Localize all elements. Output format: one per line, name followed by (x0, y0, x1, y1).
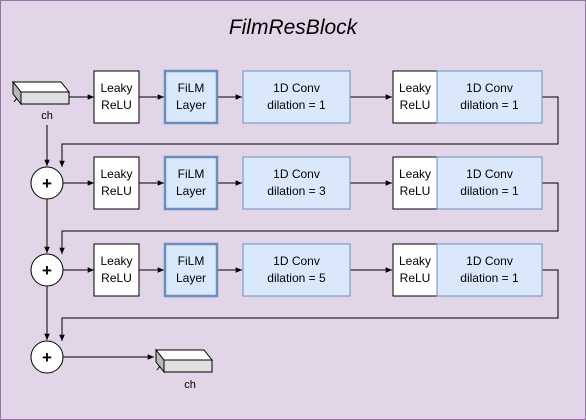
output-channel-label: ch (184, 379, 196, 391)
box-label: 1D Conv (466, 167, 513, 181)
box-label: Layer (176, 98, 206, 112)
box-label: ReLU (101, 184, 132, 198)
film-layer-box: FiLM Layer (163, 242, 219, 298)
box-label: 1D Conv (273, 167, 320, 181)
box-label: FiLM (178, 254, 205, 268)
conv-box: 1D Conv dilation = 1 (242, 70, 351, 124)
connectors (44, 94, 559, 360)
box-label: Leaky (399, 254, 431, 268)
box-label: Layer (176, 184, 206, 198)
conv-box-2: 1D Conv dilation = 1 (436, 243, 543, 297)
box-label: ReLU (400, 271, 431, 285)
box-label: dilation = 3 (267, 184, 326, 198)
box-label: 1D Conv (273, 81, 320, 95)
box-label: ReLU (101, 98, 132, 112)
conv-box: 1D Conv dilation = 5 (242, 243, 351, 297)
box-label: ReLU (400, 98, 431, 112)
box-label: FiLM (178, 167, 205, 181)
box-label: 1D Conv (466, 254, 513, 268)
box-label: ReLU (400, 184, 431, 198)
box-label: dilation = 1 (267, 98, 326, 112)
box-label: Layer (176, 271, 206, 285)
plus-label: + (42, 261, 52, 280)
box-label: Leaky (100, 167, 132, 181)
box-label: dilation = 1 (460, 184, 519, 198)
box-label: Leaky (399, 81, 431, 95)
box-label: Leaky (100, 254, 132, 268)
box-label: Leaky (100, 81, 132, 95)
plus-label: + (42, 174, 52, 193)
film-layer-box: FiLM Layer (163, 69, 219, 125)
sum-nodes: + + + (30, 166, 64, 374)
output-tensor-icon (154, 348, 214, 374)
sum-node-3: + (30, 340, 64, 374)
conv-box-2: 1D Conv dilation = 1 (436, 156, 543, 210)
conv-box-2: 1D Conv dilation = 1 (436, 70, 543, 124)
box-label: 1D Conv (466, 81, 513, 95)
box-label: 1D Conv (273, 254, 320, 268)
box-label: dilation = 5 (267, 271, 326, 285)
plus-label: + (42, 348, 52, 367)
sum-node-2: + (30, 253, 64, 287)
conv-box: 1D Conv dilation = 3 (242, 156, 351, 210)
box-label: ReLU (101, 271, 132, 285)
input-channel-label: ch (41, 110, 53, 122)
sum-node-1: + (30, 166, 64, 200)
input-tensor-icon (11, 80, 71, 106)
box-label: dilation = 1 (460, 271, 519, 285)
film-layer-box: FiLM Layer (163, 155, 219, 211)
box-label: dilation = 1 (460, 98, 519, 112)
box-label: Leaky (399, 167, 431, 181)
box-label: FiLM (178, 81, 205, 95)
diagram-title: FilmResBlock (229, 16, 359, 39)
